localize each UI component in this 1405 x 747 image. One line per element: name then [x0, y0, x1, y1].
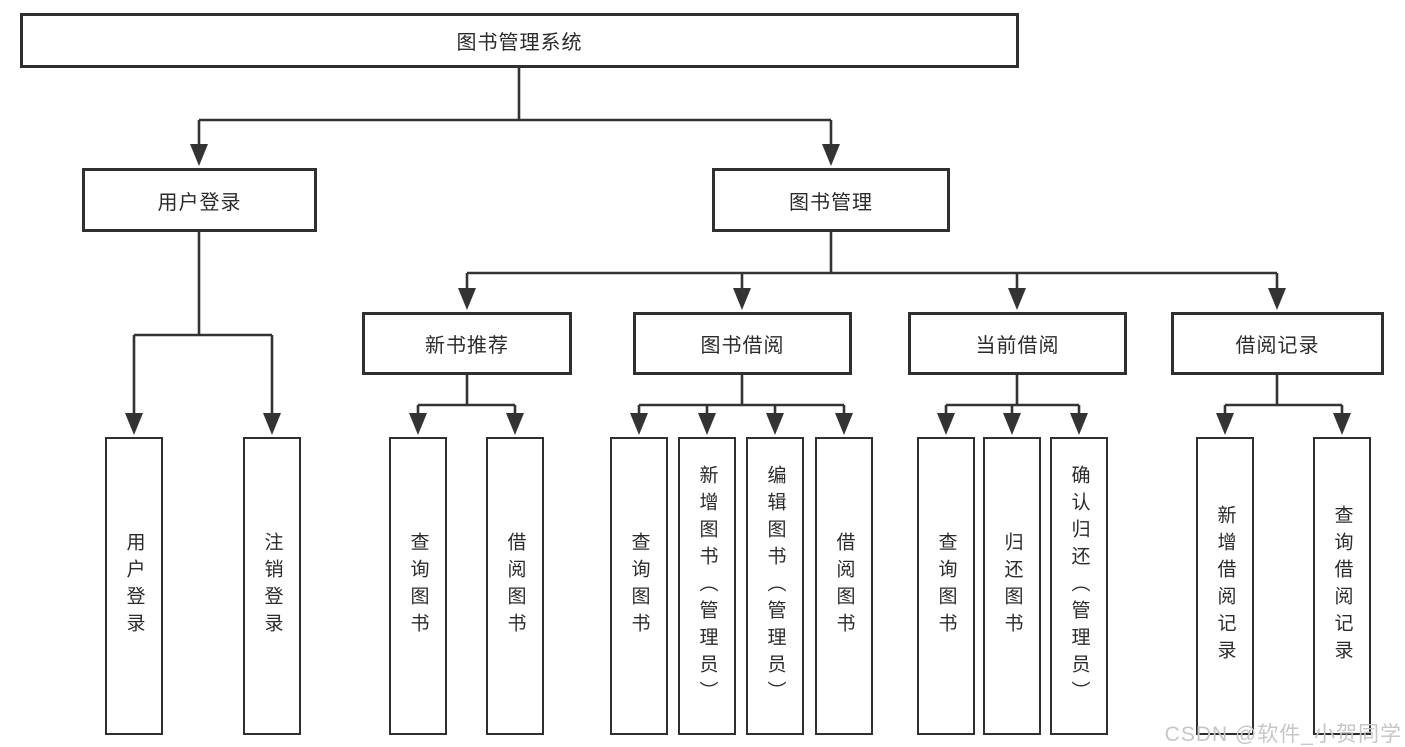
arrow-down-icon: [409, 413, 427, 435]
node-new-book-recommend: 新书推荐: [362, 312, 572, 375]
leaf-query-books-recommend: 查询图书: [389, 437, 447, 735]
arrow-down-icon: [1216, 413, 1234, 435]
leaf-query-books-borrowing: 查询图书: [610, 437, 668, 735]
arrow-down-icon: [1070, 413, 1088, 435]
leaf-user-login: 用户登录: [105, 437, 163, 735]
connector-arrows: [125, 144, 1351, 435]
leaf-borrow-books-recommend: 借阅图书: [486, 437, 544, 735]
leaf-add-book-admin: 新增图书（管理员）: [678, 437, 736, 735]
leaf-query-borrow-record: 查询借阅记录: [1313, 437, 1371, 735]
leaf-query-books-current: 查询图书: [917, 437, 975, 735]
arrow-down-icon: [630, 413, 648, 435]
arrow-down-icon: [263, 413, 281, 435]
arrow-down-icon: [1333, 413, 1351, 435]
arrow-down-icon: [1003, 413, 1021, 435]
arrow-down-icon: [190, 144, 208, 166]
arrow-down-icon: [1268, 288, 1286, 310]
node-user-login-group: 用户登录: [82, 168, 317, 232]
arrow-down-icon: [506, 413, 524, 435]
arrow-down-icon: [1008, 288, 1026, 310]
node-book-borrowing: 图书借阅: [633, 312, 852, 375]
leaf-confirm-return-admin: 确认归还（管理员）: [1050, 437, 1108, 735]
leaf-add-borrow-record: 新增借阅记录: [1196, 437, 1254, 735]
arrow-down-icon: [458, 288, 476, 310]
tree-edges: [132, 68, 1344, 416]
arrow-down-icon: [733, 288, 751, 310]
arrow-down-icon: [766, 413, 784, 435]
csdn-watermark: CSDN @软件_小贺同学: [1164, 723, 1402, 746]
arrow-down-icon: [125, 413, 143, 435]
arrow-down-icon: [822, 144, 840, 166]
node-borrowing-records: 借阅记录: [1171, 312, 1384, 375]
arrow-down-icon: [698, 413, 716, 435]
node-root: 图书管理系统: [20, 13, 1019, 68]
node-book-management: 图书管理: [712, 168, 950, 232]
leaf-borrow-books-borrowing: 借阅图书: [815, 437, 873, 735]
leaf-logout: 注销登录: [243, 437, 301, 735]
node-current-borrowing: 当前借阅: [908, 312, 1127, 375]
leaf-edit-book-admin: 编辑图书（管理员）: [746, 437, 804, 735]
leaf-return-book: 归还图书: [983, 437, 1041, 735]
arrow-down-icon: [937, 413, 955, 435]
arrow-down-icon: [835, 413, 853, 435]
